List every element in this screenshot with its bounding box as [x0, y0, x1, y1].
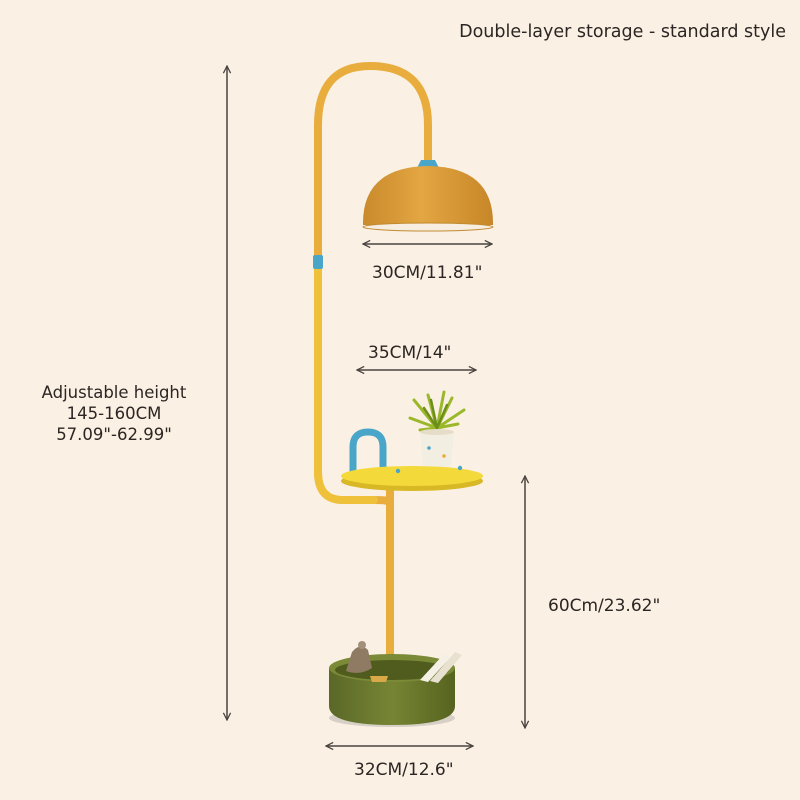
height-label-line2: 145-160CM: [66, 404, 162, 423]
height-label-line1: Adjustable height: [41, 383, 187, 402]
table-width-label: 35CM/14": [368, 343, 452, 363]
pole-connector: [313, 255, 323, 269]
height-dimension-label: Adjustable height 145-160CM 57.09"-62.99…: [14, 382, 214, 445]
side-table-top: [341, 465, 483, 491]
lamp-arm: [314, 62, 432, 509]
lamp-stem: [386, 476, 394, 682]
lamp-shade: [362, 160, 494, 232]
table-handle: [349, 428, 387, 476]
potted-plant: [408, 390, 466, 469]
base-width-label: 32CM/12.6": [354, 760, 454, 780]
height-label-line3: 57.09"-62.99": [56, 425, 172, 444]
lower-height-label: 60Cm/23.62": [548, 596, 661, 616]
product-style-title: Double-layer storage - standard style: [459, 22, 786, 42]
shade-width-label: 30CM/11.81": [372, 263, 483, 283]
storage-basket: [329, 641, 462, 727]
